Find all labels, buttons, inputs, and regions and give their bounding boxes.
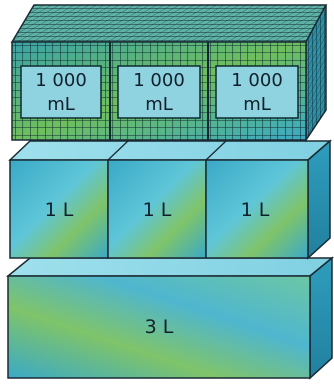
litre-layer-top bbox=[8, 140, 333, 161]
grid-layer: 1 000 mL 1 000 mL 1 000 mL bbox=[10, 4, 328, 143]
litre-cube: 1 L bbox=[9, 159, 109, 259]
millilitre-unit: mL bbox=[243, 94, 271, 115]
millilitre-label-box bbox=[117, 65, 201, 119]
base-block-front bbox=[7, 275, 311, 379]
millilitre-label-box bbox=[20, 65, 102, 119]
litre-layer-side bbox=[307, 139, 331, 260]
base-block-label: 3 L bbox=[145, 316, 174, 338]
litre-cube: 1 L bbox=[107, 159, 207, 259]
millilitre-value: 1 000 bbox=[35, 70, 87, 91]
millilitre-value: 1 000 bbox=[133, 70, 185, 91]
millilitre-label-box bbox=[215, 65, 299, 119]
millilitre-cube: 1 000 mL bbox=[117, 65, 201, 119]
millilitre-cube: 1 000 mL bbox=[20, 65, 102, 119]
millilitre-value: 1 000 bbox=[231, 70, 283, 91]
millilitre-unit: mL bbox=[47, 94, 75, 115]
millilitre-cube: 1 000 mL bbox=[215, 65, 299, 119]
litre-cube-label: 1 L bbox=[143, 199, 172, 221]
litre-cube-label: 1 L bbox=[241, 199, 270, 221]
litre-layer: 1 L 1 L 1 L bbox=[8, 139, 333, 260]
litre-cube-label: 1 L bbox=[45, 199, 74, 221]
base-block-side bbox=[309, 256, 333, 380]
millilitre-unit: mL bbox=[145, 94, 173, 115]
base-block: 3 L bbox=[5, 256, 334, 380]
base-block-top bbox=[5, 257, 334, 277]
litre-cube: 1 L bbox=[205, 159, 309, 259]
